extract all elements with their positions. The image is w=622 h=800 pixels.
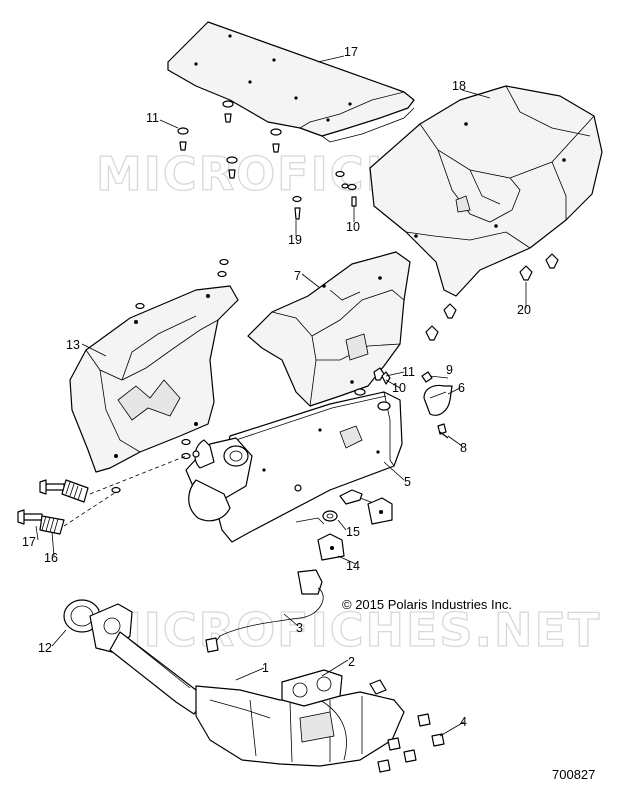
watermark-bottom: MICROFICHES.NET: [96, 603, 601, 657]
part-1-head-pipe: [89, 603, 405, 767]
callout-11-top: 11: [146, 111, 159, 125]
callout-12: 12: [38, 641, 52, 655]
callout-9: 9: [446, 363, 453, 377]
part-8-9-fasteners: [421, 371, 449, 439]
part-3-oxygen-sensor: [205, 569, 324, 653]
callout-7: 7: [294, 269, 301, 283]
part-5-muffler: [185, 391, 403, 543]
part-4-bolts: [377, 713, 445, 773]
part-7-muffler-heat-shield: [247, 251, 411, 407]
part-6-end-cap: [423, 384, 453, 416]
callout-10-mid: 10: [392, 381, 406, 395]
part-2-exhaust-gasket: [281, 669, 387, 707]
fastener-group-13: [111, 258, 229, 494]
callout-4: 4: [460, 715, 467, 729]
part-14-rubber-mounts: [317, 497, 393, 561]
callout-15: 15: [346, 525, 360, 539]
callout-3: 3: [296, 621, 303, 635]
callout-labels: 17 18 11 19 10 7 20 13 11 10 9 6 8 5 15 …: [22, 45, 531, 729]
copyright-notice: © 2015 Polaris Industries Inc.: [342, 597, 512, 612]
part-15-spring-clips: [322, 401, 391, 522]
fastener-group-10-20: [292, 170, 357, 220]
document-number: 700827: [552, 767, 595, 782]
callout-19: 18: [452, 79, 466, 93]
callout-18: 17: [344, 45, 358, 59]
callout-21: 20: [517, 303, 531, 317]
callout-6: 6: [458, 381, 465, 395]
callout-2: 2: [348, 655, 355, 669]
part-18-heat-shield-plate: [167, 21, 415, 143]
callout-20: 19: [288, 233, 302, 247]
callout-8: 8: [460, 441, 467, 455]
callout-14: 14: [346, 559, 360, 573]
callout-1: 1: [262, 661, 269, 675]
fastener-group-21: [425, 253, 559, 341]
callout-5: 5: [404, 475, 411, 489]
callout-11-mid: 11: [402, 365, 415, 379]
callout-10-top: 10: [346, 220, 360, 234]
part-13-left-heat-shield: [69, 285, 239, 473]
callout-16: 16: [44, 551, 58, 565]
fastener-group-11-top: [177, 100, 282, 179]
part-19-upper-heat-shield: [369, 85, 603, 297]
callout-17: 17: [22, 535, 36, 549]
part-16-17-springs-bolts: [17, 455, 187, 535]
callout-13: 13: [66, 338, 80, 352]
leader-lines: [35, 55, 527, 737]
